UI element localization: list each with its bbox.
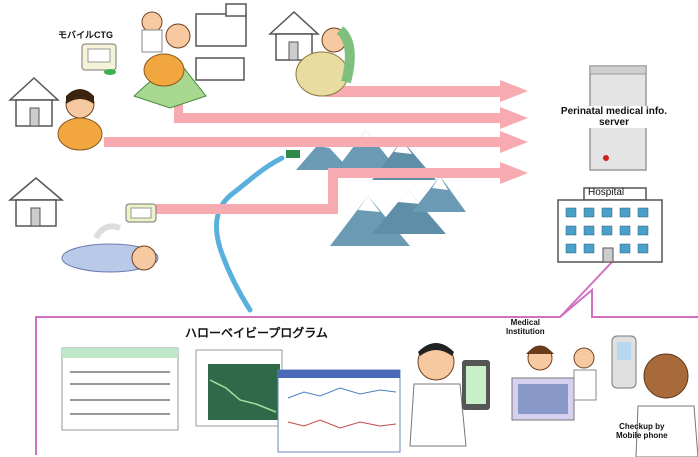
checkup-mobile-line2: Mobile phone (616, 431, 668, 440)
river (213, 155, 285, 313)
reclining-patient-icon (61, 223, 159, 273)
mobile-ctg-device-icon (81, 43, 117, 75)
program-screen-3 (277, 369, 401, 453)
medical-institution-line2: Institution (506, 327, 545, 336)
mountains (286, 130, 466, 246)
clinic-building-icon (195, 3, 247, 81)
server-label-line1: Perinatal medical info. (560, 106, 668, 117)
hospital-label: Hospital (588, 187, 625, 198)
server-label-line2: server (598, 117, 630, 128)
house-icon (8, 76, 60, 127)
medical-institution-line1: Medical (510, 318, 540, 327)
program-screen-1 (61, 347, 179, 431)
house-icon (7, 177, 65, 227)
hospital-connector-line (559, 261, 613, 318)
patient-in-chair-icon (133, 11, 207, 109)
medical-staff-icon (511, 345, 597, 421)
checkup-mobile-label: Checkup by Mobile phone (616, 422, 668, 440)
pregnant-woman-icon (295, 26, 355, 97)
mobile-ctg-device-icon (125, 203, 157, 223)
pregnant-woman-icon (57, 89, 103, 151)
mobile-ctg-label: モバイルCTG (58, 30, 113, 40)
hospital-building-icon (557, 187, 663, 263)
server-label: Perinatal medical info. server (554, 106, 674, 128)
doctor-with-tablet-icon (409, 343, 490, 447)
program-screen-2 (195, 349, 283, 427)
doctor-with-mobile-phone-icon (611, 335, 698, 457)
checkup-mobile-line1: Checkup by (619, 422, 665, 431)
data-arrows (104, 80, 528, 214)
program-panel-border (35, 287, 698, 455)
house-icon (268, 10, 320, 61)
medical-institution-label: Medical Institution (506, 318, 545, 336)
program-title: ハローベイビープログラム (185, 326, 328, 340)
